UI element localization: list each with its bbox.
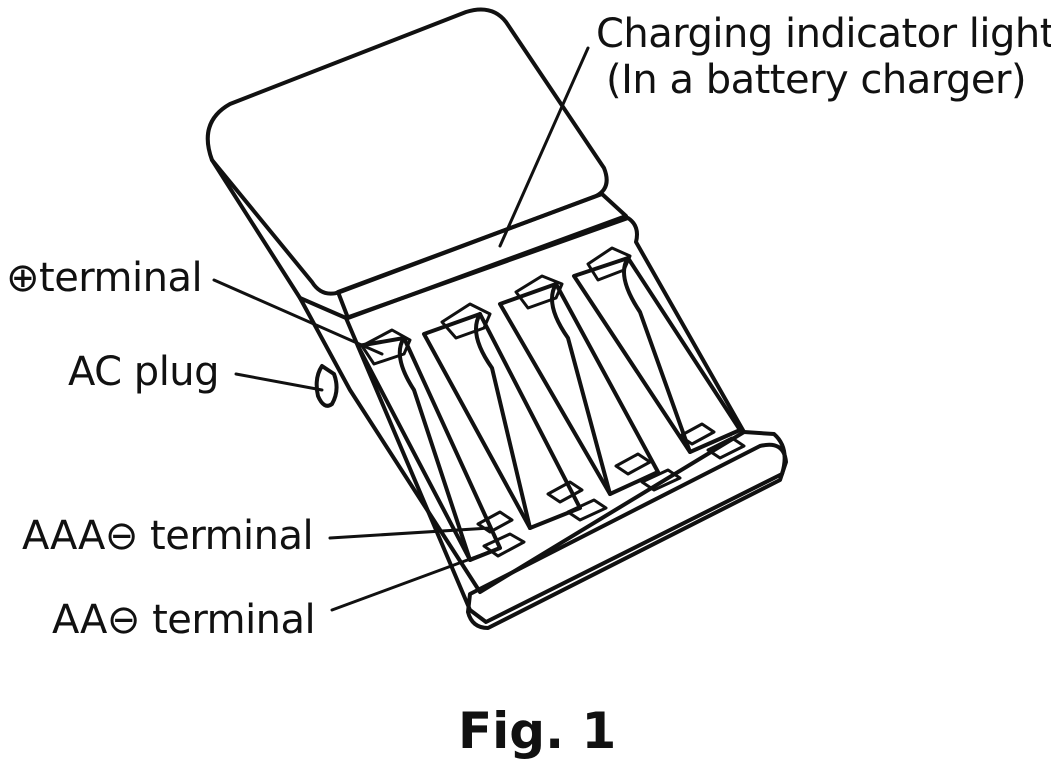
ac-plug	[314, 364, 339, 408]
charger-front-strip	[336, 192, 628, 320]
charger-base	[344, 316, 787, 624]
charger-top-cover	[205, 7, 609, 296]
battery-slots	[356, 256, 742, 562]
leader-lines	[212, 46, 590, 612]
label-charging-indicator-line2: (In a battery charger)	[606, 57, 1027, 103]
label-aaa-minus-terminal: AAA⊖ terminal	[22, 513, 314, 559]
charger-front-lip	[466, 442, 788, 630]
leader-charging-light	[498, 46, 590, 248]
charger-tray	[298, 216, 746, 594]
label-charging-indicator-line1: Charging indicator light	[596, 11, 1051, 57]
label-aa-minus-terminal: AA⊖ terminal	[52, 597, 316, 643]
leader-aaa-terminal	[328, 526, 492, 540]
label-plus-terminal: ⊕terminal	[6, 255, 203, 301]
charger-cover-edge	[210, 158, 302, 300]
minus-terminals	[476, 422, 746, 558]
plus-terminals	[360, 246, 632, 366]
leader-plus-terminal	[212, 278, 384, 356]
label-ac-plug: AC plug	[68, 349, 220, 395]
leader-aa-terminal	[330, 546, 502, 612]
figure-caption: Fig. 1	[458, 702, 617, 760]
leader-ac-plug	[234, 372, 324, 392]
